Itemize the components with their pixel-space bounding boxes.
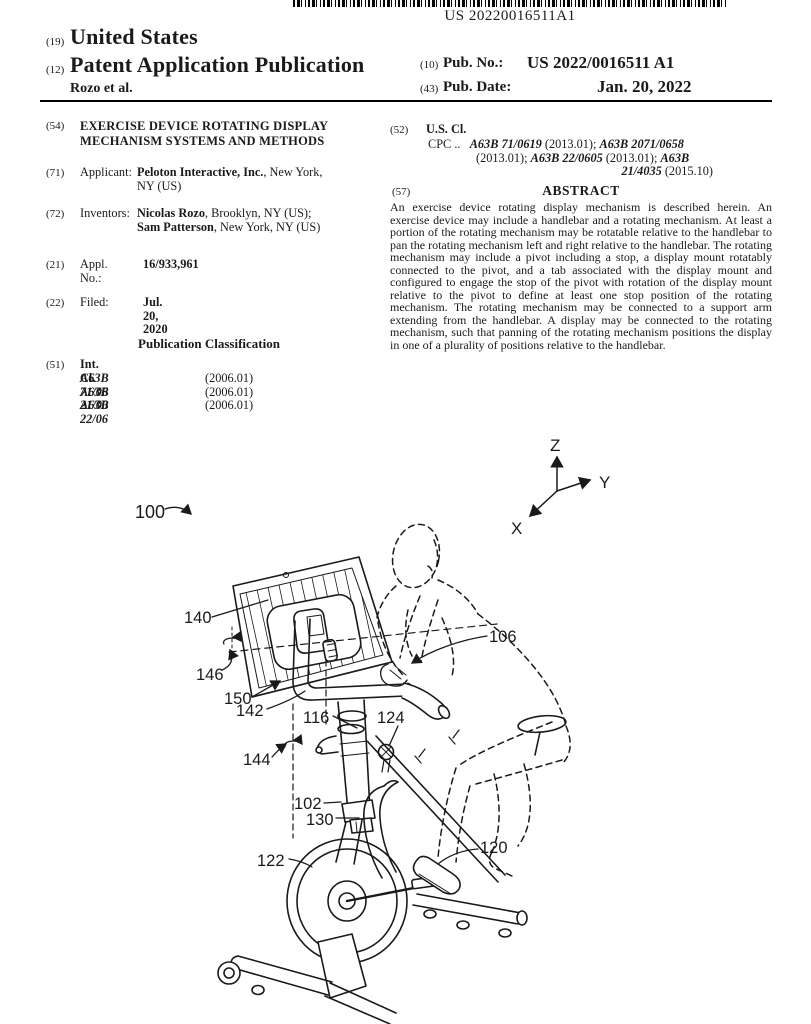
ref-label-100: 100 — [135, 502, 165, 522]
ref-label-130: 130 — [306, 811, 334, 829]
saddle — [517, 714, 566, 755]
leader-144 — [272, 744, 286, 757]
leader-102 — [324, 802, 341, 803]
axis-label-x: X — [511, 519, 522, 538]
leveling-foot — [252, 986, 264, 995]
user-hand — [381, 664, 407, 686]
flywheel — [287, 839, 441, 963]
figure-drawing — [165, 457, 590, 1024]
leader-124 — [389, 726, 398, 746]
motion-marks — [415, 730, 459, 763]
user-shoulders — [376, 580, 478, 622]
leveling-foot — [424, 910, 436, 918]
axis-label-z: Z — [550, 436, 560, 455]
ref-label-122: 122 — [257, 852, 285, 870]
ref-label-146: 146 — [196, 666, 224, 684]
axis-labels: Z Y X — [511, 436, 610, 538]
leveling-foot — [499, 929, 511, 937]
exercise-bike — [218, 532, 567, 1024]
ref-label-116: 116 — [303, 709, 329, 727]
leveling-foot — [457, 921, 469, 929]
axis-label-y: Y — [599, 473, 610, 492]
leader-142 — [267, 691, 305, 709]
ref-label-144: 144 — [243, 751, 271, 769]
user-hip — [562, 726, 570, 764]
rear-stabilizer — [413, 894, 527, 937]
mast-collar — [338, 711, 366, 721]
ref-label-142: 142 — [236, 702, 264, 720]
y-axis-arrow — [557, 480, 590, 491]
leader-100 — [165, 507, 191, 514]
user-torso-lines — [406, 610, 454, 676]
user-head — [387, 520, 445, 592]
coordinate-axes — [530, 457, 590, 516]
ref-label-124: 124 — [377, 709, 405, 727]
x-axis-arrow — [530, 491, 557, 516]
ref-label-140: 140 — [184, 609, 212, 627]
leader-116 — [333, 716, 357, 728]
user-shin — [438, 768, 470, 862]
user-hair — [428, 540, 438, 578]
ref-label-106: 106 — [489, 628, 517, 646]
leader-140 — [212, 600, 268, 617]
ref-label-120: 120 — [480, 839, 508, 857]
handlebar — [402, 683, 452, 720]
transport-wheel — [218, 962, 240, 984]
leader-120 — [438, 849, 478, 864]
